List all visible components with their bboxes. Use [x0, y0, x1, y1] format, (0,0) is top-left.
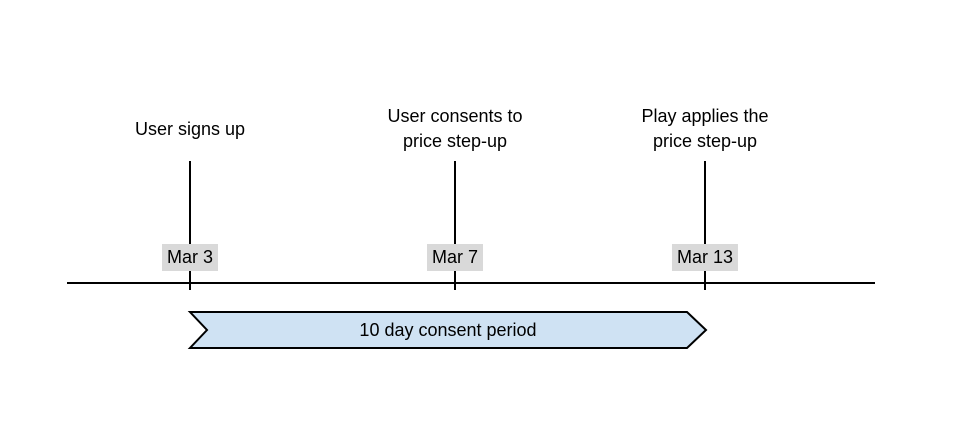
date-badge-mar-13: Mar 13: [671, 244, 739, 271]
event-title-play-applies: Play applies the price step-up: [641, 106, 769, 151]
date-badge-mar-3: Mar 3: [161, 244, 219, 271]
date-badge-mar-7: Mar 7: [426, 244, 484, 271]
event-title-user-signs-up: User signs up: [134, 118, 246, 139]
consent-period-label: 10 day consent period: [359, 320, 537, 340]
consent-period-ribbon-shape: [187, 311, 708, 349]
event-title-user-consents: User consents to price step-up: [387, 106, 523, 151]
